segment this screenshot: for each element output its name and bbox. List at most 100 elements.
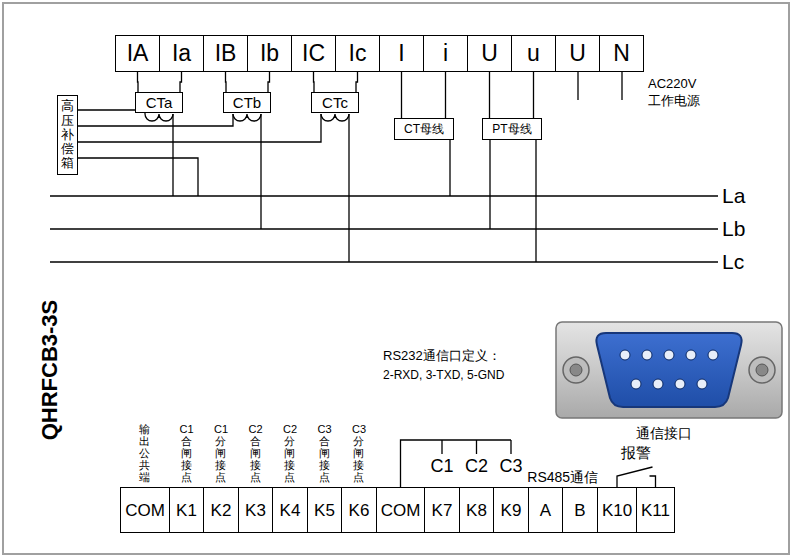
- wire: [225, 72, 227, 92]
- output-terminal: K9: [493, 487, 529, 533]
- node-text: CTb: [233, 95, 261, 110]
- annotation: C2: [465, 457, 488, 477]
- output-terminal: K2: [203, 487, 239, 533]
- terminal-cell: Ia: [159, 35, 204, 72]
- output-terminal: K4: [272, 487, 308, 533]
- contact-label: C2合闸接点: [248, 423, 262, 483]
- node-text: B: [574, 502, 585, 519]
- terminal-cell: i: [423, 35, 468, 72]
- node-text: K5: [314, 502, 335, 519]
- node-text: PT母线: [492, 123, 531, 135]
- terminal-cell: u: [511, 35, 556, 72]
- terminal-cell: U: [555, 35, 600, 72]
- contact-label: C2分闸接点: [283, 423, 297, 483]
- terminal-cell: Ic: [335, 35, 380, 72]
- output-terminal: K5: [307, 487, 343, 533]
- wires: [50, 70, 718, 262]
- node-text: U: [481, 42, 498, 65]
- node-text: K9: [501, 502, 522, 519]
- annotation: Lc: [722, 250, 744, 273]
- bus-box: CT母线: [394, 118, 454, 140]
- wire: [401, 72, 402, 118]
- node-text: IA: [127, 42, 149, 65]
- output-terminal: A: [528, 487, 564, 533]
- wire: [180, 72, 182, 92]
- node-text: Ic: [349, 42, 367, 65]
- wire: [268, 72, 270, 92]
- terminal-cell: IB: [203, 35, 248, 72]
- contact-label: C3分闸接点: [352, 423, 366, 483]
- node-text: u: [527, 42, 540, 65]
- compensation-box: 高压补偿箱: [57, 95, 78, 175]
- node-text: N: [613, 42, 630, 65]
- annotation: 报警: [621, 445, 651, 462]
- annotation: 通信接口: [636, 426, 692, 441]
- node-text: 高压补偿箱: [61, 99, 74, 170]
- terminal-cell: I: [379, 35, 424, 72]
- node-text: IC: [302, 42, 325, 65]
- output-terminal: B: [562, 487, 598, 533]
- node-text: CTc: [322, 95, 348, 110]
- contact-label: C3合闸接点: [317, 423, 331, 483]
- model-title: QHRFCB3-3S: [37, 300, 63, 441]
- node-text: IB: [215, 42, 237, 65]
- bus-box: PT母线: [482, 118, 542, 140]
- wire: [445, 72, 446, 118]
- node-text: K3: [245, 502, 266, 519]
- annotation: C3: [499, 457, 522, 477]
- node-text: K8: [466, 502, 487, 519]
- node-text: U: [569, 42, 586, 65]
- output-terminal: K6: [341, 487, 377, 533]
- wire: [313, 72, 315, 92]
- contact-label: C1合闸接点: [179, 423, 193, 483]
- annotation: RS485通信: [527, 470, 598, 485]
- output-terminal: K7: [424, 487, 460, 533]
- ct-box: CTb: [223, 92, 271, 113]
- node-text: CT母线: [404, 123, 444, 135]
- ct-box: CTa: [135, 92, 183, 113]
- node-text: K11: [641, 502, 670, 519]
- node-text: COM: [381, 502, 421, 519]
- node-text: Ia: [172, 42, 191, 65]
- node-text: K6: [349, 502, 370, 519]
- node-text: K2: [211, 502, 232, 519]
- contact-label: 输出公共端: [138, 423, 152, 483]
- annotation: La: [722, 184, 745, 207]
- output-terminal: K3: [238, 487, 274, 533]
- node-text: CTa: [146, 95, 173, 110]
- wire: [137, 72, 139, 92]
- node-text: A: [540, 502, 551, 519]
- wire: [356, 72, 358, 92]
- terminal-cell: N: [599, 35, 644, 72]
- alarm-switch: [617, 467, 656, 487]
- output-terminal: K10: [597, 487, 638, 533]
- terminal-cell: IA: [115, 35, 160, 72]
- annotation: Lb: [722, 217, 745, 240]
- common-bracket: [401, 440, 512, 487]
- node-text: COM: [125, 502, 165, 519]
- frame: [3, 3, 789, 554]
- annotation: C1: [430, 457, 453, 477]
- node-text: K7: [432, 502, 453, 519]
- terminal-cell: Ib: [247, 35, 292, 72]
- output-terminal: COM: [376, 487, 426, 533]
- node-text: K10: [602, 502, 632, 519]
- contact-label: C1分闸接点: [214, 423, 228, 483]
- annotation: RS232通信口定义：: [383, 349, 501, 363]
- node-text: K4: [280, 502, 301, 519]
- node-text: Ib: [260, 42, 279, 65]
- wire: [489, 72, 490, 118]
- output-terminal: K1: [169, 487, 205, 533]
- db9-connector: [556, 322, 782, 418]
- output-terminal: K8: [459, 487, 495, 533]
- node-text: K1: [176, 502, 197, 519]
- annotation: AC220V: [648, 77, 696, 91]
- terminal-cell: IC: [291, 35, 336, 72]
- terminal-cell: U: [467, 35, 512, 72]
- output-terminal: K11: [636, 487, 675, 533]
- output-terminal: COM: [120, 487, 170, 533]
- ct-box: CTc: [311, 92, 359, 113]
- annotation: 2-RXD, 3-TXD, 5-GND: [383, 369, 504, 382]
- node-text: I: [398, 42, 404, 65]
- annotation: 工作电源: [648, 94, 700, 108]
